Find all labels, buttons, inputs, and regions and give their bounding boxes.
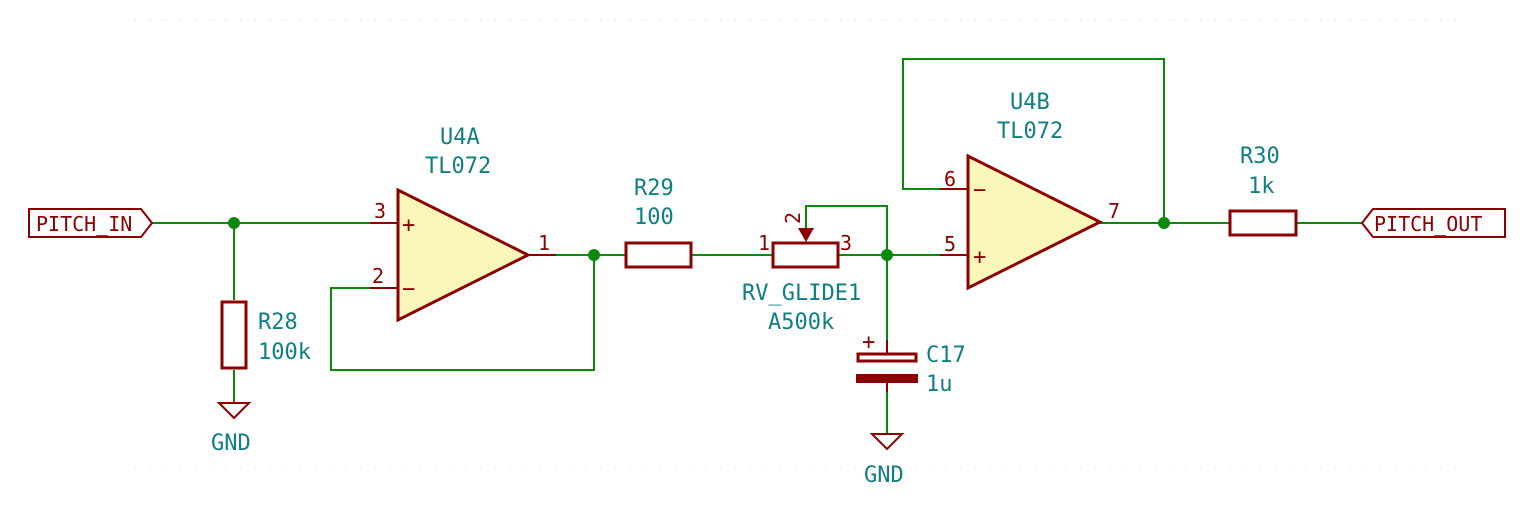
wire-u4b-feedback[interactable] — [902, 58, 1165, 223]
plus-sign: + — [402, 213, 415, 238]
gnd1-label: GND — [211, 431, 251, 456]
junctions — [228, 217, 1170, 261]
r30-value: 1k — [1248, 174, 1275, 199]
ground-symbol-1[interactable]: GND — [211, 402, 252, 456]
u4b-pin-minus: 6 — [944, 167, 956, 191]
u4a-pin-minus: 2 — [372, 264, 384, 288]
opamp-u4a[interactable]: + − 3 2 1 U4A TL072 — [370, 125, 556, 323]
minus-sign: − — [402, 277, 415, 302]
u4b-pin-out: 7 — [1108, 199, 1120, 223]
ground-icon — [869, 433, 905, 451]
junction-dot — [588, 249, 600, 261]
junction-dot — [1158, 217, 1170, 229]
c17-value: 1u — [926, 372, 953, 397]
capacitor-c17[interactable]: + C17 1u — [856, 330, 966, 397]
c17-ref: C17 — [926, 343, 966, 368]
r29-ref: R29 — [634, 176, 674, 201]
potentiometer-rv-glide1[interactable]: 1 2 3 RV_GLIDE1 A500k — [742, 212, 861, 335]
resistor-r30[interactable]: R30 1k — [1228, 144, 1298, 237]
c17-polarity: + — [862, 330, 875, 355]
pot-ref: RV_GLIDE1 — [742, 281, 861, 306]
minus-sign: − — [973, 178, 986, 203]
r29-value: 100 — [634, 205, 674, 230]
pot-pin3: 3 — [840, 231, 852, 255]
ground-icon — [216, 402, 252, 420]
u4a-pin-plus: 3 — [374, 199, 386, 223]
resistor-r28[interactable]: R28 100k — [220, 300, 311, 370]
pot-value: A500k — [768, 310, 834, 335]
u4b-pin-plus: 5 — [944, 232, 956, 256]
resistor-r29[interactable]: R29 100 — [624, 176, 693, 269]
label-pitch-out-text: PITCH_OUT — [1374, 212, 1482, 236]
wires — [152, 58, 1362, 433]
pot-pin2: 2 — [781, 212, 805, 224]
label-pitch-in-text: PITCH_IN — [36, 212, 132, 236]
u4b-value: TL072 — [997, 119, 1063, 144]
label-pitch-out[interactable]: PITCH_OUT — [1360, 208, 1506, 238]
r28-ref: R28 — [258, 310, 298, 335]
label-pitch-in[interactable]: PITCH_IN — [28, 208, 154, 238]
pot-pin1: 1 — [758, 231, 770, 255]
plus-sign: + — [973, 245, 986, 270]
r30-ref: R30 — [1240, 144, 1280, 169]
u4b-ref: U4B — [1010, 90, 1050, 115]
wire-pot-wiper[interactable] — [805, 205, 888, 255]
junction-dot — [881, 249, 893, 261]
u4a-ref: U4A — [440, 125, 480, 150]
opamp-u4b[interactable]: − + 6 5 7 U4B TL072 — [940, 90, 1120, 291]
wiper-arrow-icon — [798, 228, 814, 242]
u4a-pin-out: 1 — [538, 231, 550, 255]
r28-value: 100k — [258, 340, 311, 365]
ground-symbol-2[interactable]: GND — [864, 433, 905, 488]
gnd2-label: GND — [864, 463, 904, 488]
u4a-value: TL072 — [425, 154, 491, 179]
junction-dot — [228, 217, 240, 229]
wire-u4a-feedback[interactable] — [330, 255, 595, 371]
